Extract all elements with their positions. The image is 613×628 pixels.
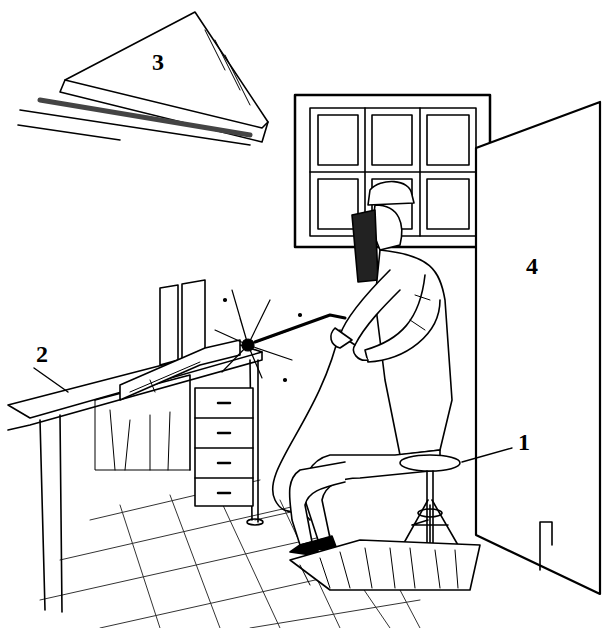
callout-number: 4 bbox=[524, 254, 540, 278]
callout-number: 2 bbox=[34, 342, 50, 366]
door-screen bbox=[476, 102, 600, 594]
callout-number: 1 bbox=[516, 430, 532, 454]
welding-sparks bbox=[215, 290, 302, 382]
rubber-mat bbox=[290, 540, 480, 590]
leader-lines bbox=[34, 368, 512, 462]
callout-number: 3 bbox=[150, 50, 166, 74]
workpiece bbox=[120, 280, 240, 400]
exhaust-hood bbox=[18, 12, 268, 145]
